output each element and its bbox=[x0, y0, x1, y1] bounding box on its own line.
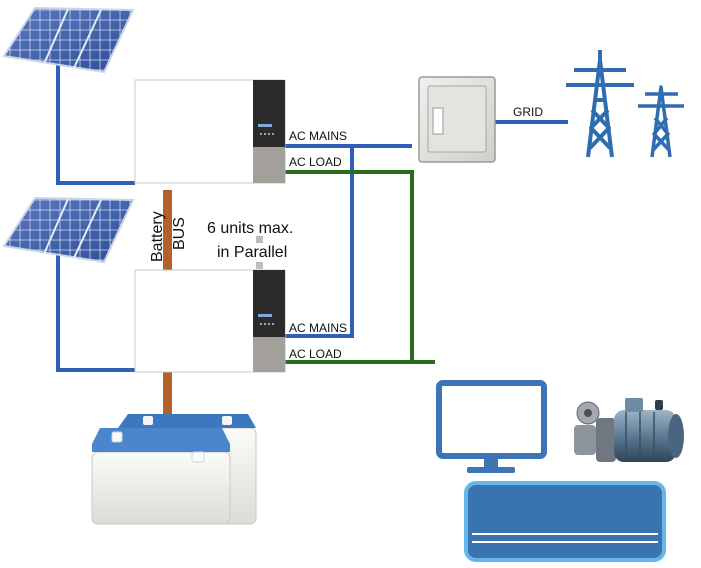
battery-cable bbox=[163, 372, 172, 422]
ac-mains-bus-vertical bbox=[285, 146, 354, 338]
battery-bus-bar bbox=[163, 190, 172, 270]
parallel-note-line1: 6 units max. bbox=[207, 220, 293, 237]
ac-mains-label-1: AC MAINS bbox=[289, 129, 347, 143]
ac-load-label-2: AC LOAD bbox=[289, 347, 342, 361]
battery-bus-label-line2: BUS bbox=[171, 217, 188, 250]
ac-load-line-1 bbox=[285, 170, 414, 362]
battery-bus-label-line1: Battery bbox=[149, 211, 166, 262]
wiring bbox=[56, 60, 568, 422]
inverter-icon bbox=[134, 269, 286, 373]
pv1-cable bbox=[56, 60, 135, 185]
power-tower-icon bbox=[638, 85, 684, 158]
pv2-cable bbox=[56, 250, 135, 372]
monitor-icon bbox=[436, 380, 547, 473]
parallel-indicator-bottom bbox=[256, 262, 263, 269]
solar-panel-icon bbox=[2, 196, 135, 264]
power-tower-icon bbox=[566, 50, 634, 158]
inverter-icon bbox=[134, 79, 286, 184]
parallel-indicator-top bbox=[256, 236, 263, 243]
solar-panel-icon bbox=[2, 6, 135, 74]
battery-icon bbox=[91, 414, 257, 525]
air-conditioner-icon bbox=[464, 481, 666, 562]
ac-mains-label-2: AC MAINS bbox=[289, 321, 347, 335]
grid-label: GRID bbox=[513, 105, 543, 119]
ac-load-label-1: AC LOAD bbox=[289, 155, 342, 169]
distribution-box-icon bbox=[418, 76, 496, 163]
parallel-note-line2: in Parallel bbox=[217, 244, 287, 261]
water-pump-icon bbox=[574, 398, 684, 462]
